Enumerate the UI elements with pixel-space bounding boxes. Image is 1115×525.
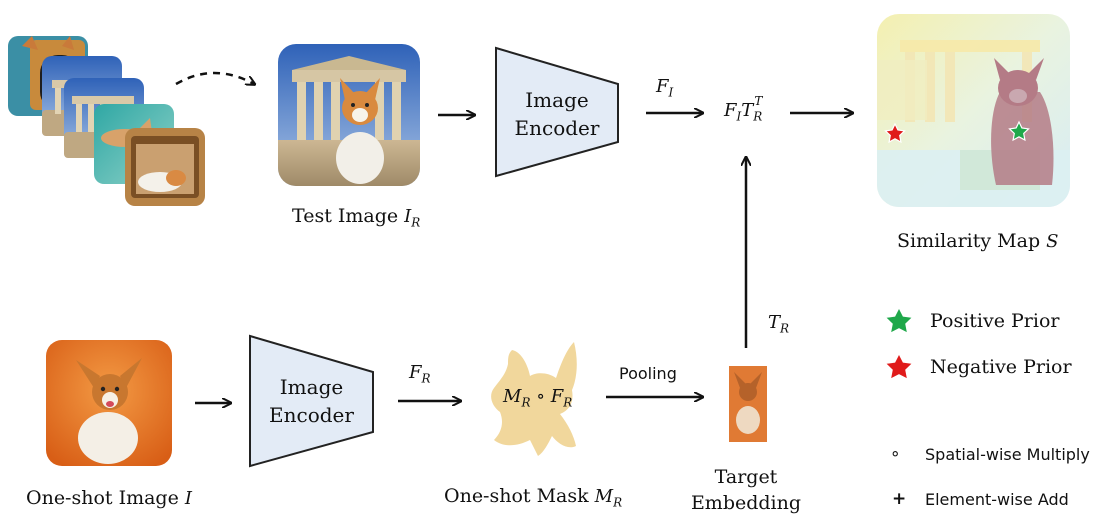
mask-m-symbol: M (503, 386, 522, 407)
similarity-map-symbol: S (1046, 231, 1059, 252)
one-shot-mask-text: One-shot Mask (444, 485, 589, 507)
encoder-top-line2: Encoder (514, 116, 600, 140)
product-t-symbol: T (741, 100, 754, 121)
encoder-bottom-line2: Encoder (269, 403, 354, 427)
one-shot-image (46, 340, 172, 466)
target-embedding-bar (729, 366, 767, 442)
legend-negative-prior: Negative Prior (930, 356, 1072, 378)
image-encoder-top-label: Image Encoder (496, 86, 618, 142)
t-r-symbol: T (768, 312, 781, 333)
test-image-text: Test Image (292, 205, 399, 227)
image-encoder-bottom (249, 334, 374, 468)
legend-positive-prior: Positive Prior (930, 310, 1060, 332)
one-shot-image-symbol: I (184, 488, 193, 509)
one-shot-mask-shape (491, 342, 577, 456)
f-i-label: FI (656, 76, 673, 100)
legend-element-add: Element-wise Add (925, 490, 1069, 509)
dashed-arrow (175, 71, 254, 84)
f-r-symbol: F (409, 362, 422, 383)
encoder-bottom-line1: Image (279, 375, 344, 399)
mask-f-subscript: R (563, 395, 573, 410)
t-r-label: TR (768, 312, 789, 336)
pooling-label: Pooling (619, 364, 677, 383)
test-image-symbol: I (404, 206, 412, 227)
positive-prior-star (1008, 120, 1030, 142)
mask-circ-symbol: ∘ (536, 386, 546, 407)
legend-element-add-icon: + (892, 489, 907, 509)
product-f-symbol: F (724, 100, 737, 121)
image-encoder-top (495, 46, 619, 178)
product-t-superscript: T (754, 94, 763, 108)
product-f-subscript: I (736, 109, 742, 124)
mask-multiply-label: MR ∘ FR (503, 386, 572, 410)
similarity-map-caption: Similarity Map S (897, 230, 1059, 252)
mask-f-symbol: F (550, 386, 564, 407)
support-image-stack (8, 36, 205, 206)
f-r-subscript: R (421, 371, 431, 386)
target-embedding-caption: Target Embedding (676, 464, 816, 516)
f-r-label: FR (409, 362, 431, 386)
legend-spatial-multiply-icon: ∘ (890, 444, 901, 464)
one-shot-mask-caption: One-shot Mask MR (444, 485, 622, 510)
legend-spatial-multiply: Spatial-wise Multiply (925, 445, 1090, 464)
test-image-caption: Test Image IR (292, 205, 420, 230)
one-shot-image-text: One-shot Image (26, 487, 179, 509)
negative-prior-star (884, 122, 906, 144)
image-encoder-bottom-label: Image Encoder (250, 373, 373, 429)
stack-image-5 (125, 128, 205, 206)
legend-positive-star-icon (886, 309, 912, 333)
product-t-subscript: R (753, 109, 763, 124)
mask-m-subscript: R (521, 395, 531, 410)
encoder-top-line1: Image (525, 88, 589, 112)
one-shot-mask-subscript: R (613, 495, 623, 510)
f-i-subscript: I (668, 85, 674, 100)
legend-negative-star-icon (886, 355, 912, 379)
target-embedding-line2: Embedding (690, 492, 802, 514)
f-i-symbol: F (656, 76, 669, 97)
test-image-subscript: R (411, 215, 421, 230)
similarity-map-text: Similarity Map (897, 230, 1041, 252)
one-shot-image-caption: One-shot Image I (26, 487, 192, 509)
product-label: FITRT (724, 94, 770, 124)
t-r-subscript: R (780, 321, 790, 336)
test-image (278, 44, 420, 186)
target-embedding-line1: Target (714, 466, 778, 488)
one-shot-mask-symbol: M (594, 486, 614, 507)
similarity-map (877, 14, 1070, 207)
